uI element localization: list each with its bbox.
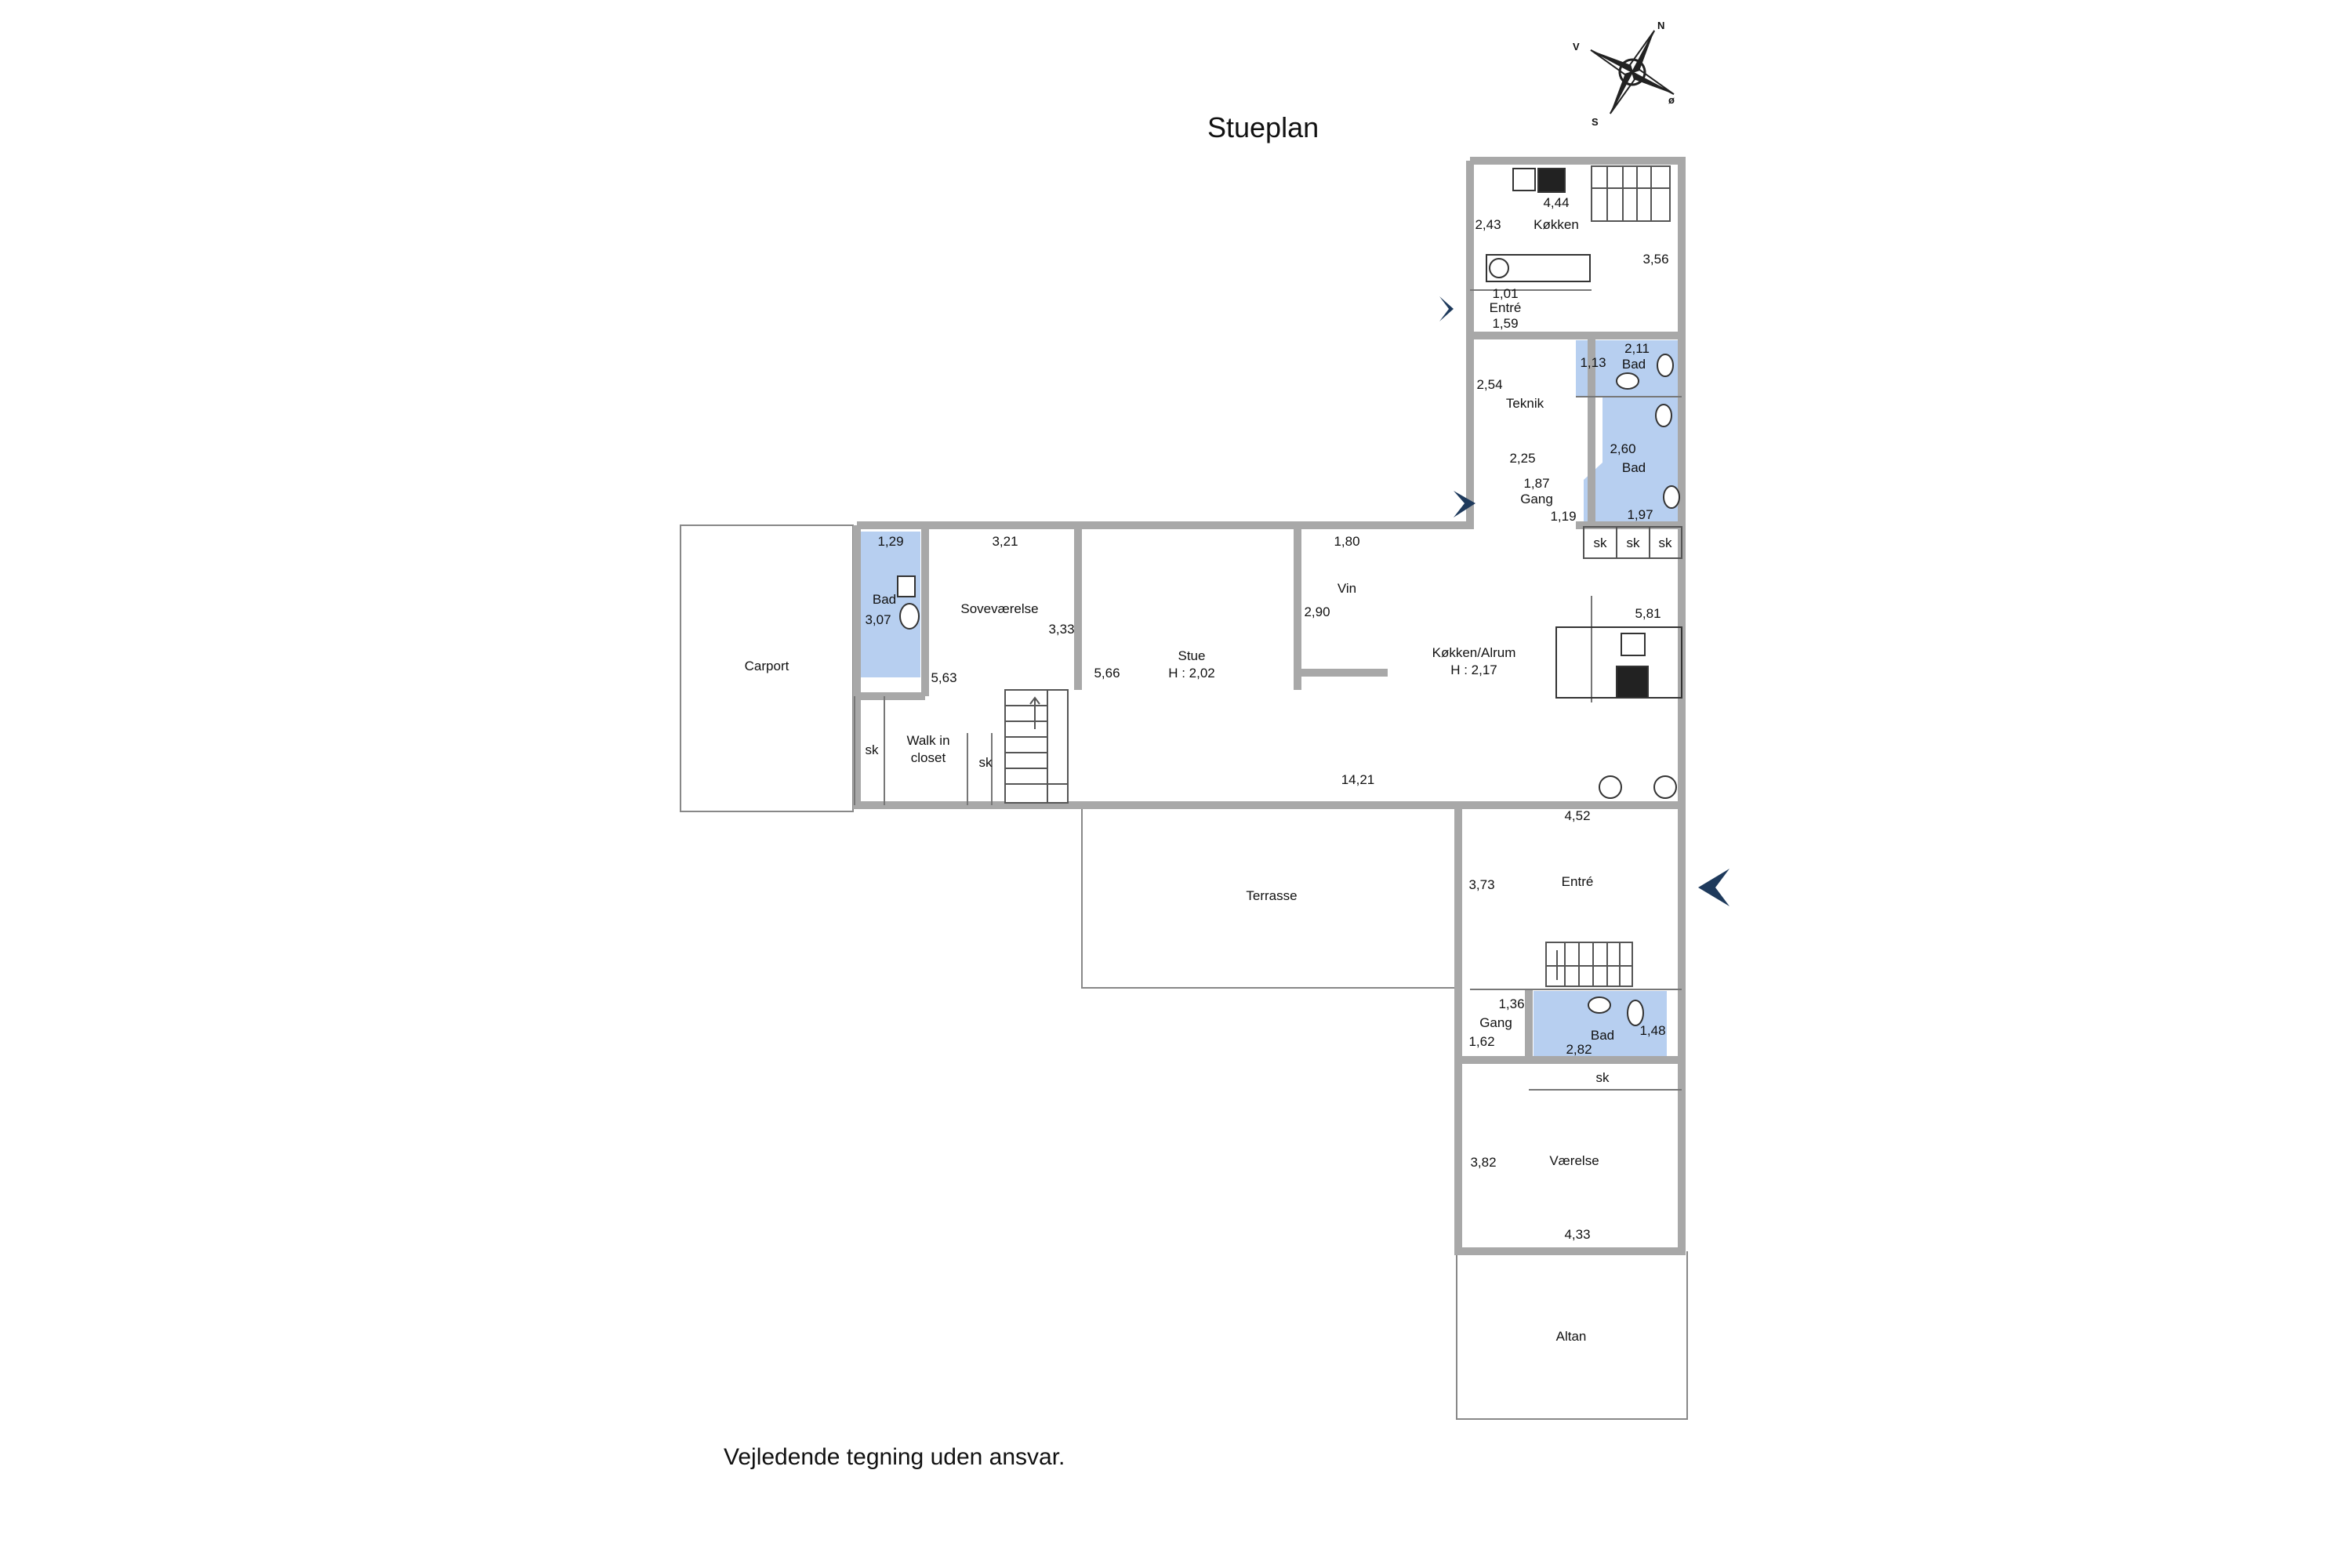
room-label-kokken: Køkken (1534, 217, 1579, 232)
compass-rose-icon: N V S ø (1573, 20, 1675, 128)
closet-boxes (1583, 526, 1682, 559)
dim-total-width: 14,21 (1341, 772, 1375, 787)
fixtures (897, 168, 1682, 1026)
closet-label: sk (1596, 1070, 1610, 1085)
dim-teknik-width: 2,25 (1509, 451, 1535, 466)
interior-walls (857, 336, 1595, 1064)
room-label-gang-south: Gang (1479, 1015, 1512, 1030)
room-label-walk-in-2: closet (911, 750, 946, 765)
compass-n: N (1657, 20, 1664, 31)
room-label-teknik: Teknik (1506, 396, 1544, 411)
closet-label: sk (979, 755, 993, 770)
dim-bad-ne2-height: 1,97 (1627, 507, 1653, 522)
interior-thin-lines (854, 289, 1682, 1091)
room-label-bad-ne1: Bad (1622, 357, 1646, 372)
dim-kokken-height: 2,43 (1475, 217, 1501, 232)
compass-o: ø (1668, 94, 1675, 106)
room-label-entre-north: Entré (1490, 300, 1522, 315)
page-title: Stueplan (1207, 111, 1319, 143)
dim-vin-height: 2,90 (1304, 604, 1330, 619)
stair-south (1545, 942, 1633, 987)
dim-bad-ne1-height: 1,13 (1580, 355, 1606, 370)
room-label-vaerelse: Værelse (1549, 1153, 1599, 1168)
dim-entre-south-width: 4,52 (1564, 808, 1590, 823)
room-label-gang-north: Gang (1520, 492, 1553, 506)
room-label-entre-south: Entré (1562, 874, 1594, 889)
bathroom-ne2-fill (1584, 397, 1678, 524)
altan-area (1456, 1251, 1688, 1420)
dim-kokken-width: 4,44 (1543, 195, 1569, 210)
room-label-bad-ne2: Bad (1622, 460, 1646, 475)
dim-gang-south-width: 1,36 (1498, 996, 1524, 1011)
entry-arrow-south-icon (1698, 869, 1730, 906)
entry-arrow-north-icon (1439, 296, 1454, 321)
dim-alrum-width: 5,81 (1635, 606, 1661, 621)
room-label-kokken-alrum-height: H : 2,17 (1450, 662, 1497, 677)
entry-arrow-gang-icon (1454, 491, 1475, 517)
dim-bad-ne1-width: 2,11 (1624, 341, 1650, 356)
room-label-stue: Stue (1178, 648, 1206, 663)
dim-vin-width: 1,80 (1334, 534, 1359, 549)
room-label-stue-height: H : 2,02 (1168, 666, 1215, 681)
room-label-bad-south: Bad (1591, 1028, 1614, 1043)
dim-stue-height: 5,66 (1094, 666, 1120, 681)
disclaimer-note: Vejledende tegning uden ansvar. (724, 1444, 1065, 1470)
dim-entre-height: 1,59 (1492, 316, 1518, 331)
dim-entre-width: 1,01 (1492, 286, 1518, 301)
closet-label: sk (866, 742, 880, 757)
main-body-walls (853, 521, 1682, 809)
entry-arrow-icons (1439, 296, 1730, 906)
room-label-carport: Carport (745, 659, 789, 673)
dim-bad-ne2-width: 2,60 (1610, 441, 1635, 456)
dim-bad-west-width: 1,29 (877, 534, 903, 549)
dim-entre-south-height: 3,73 (1468, 877, 1494, 892)
dim-bad-west-height: 3,07 (865, 612, 891, 627)
south-wing-walls (1454, 805, 1686, 1255)
room-label-vin: Vin (1338, 581, 1356, 596)
dim-gang-north-width: 1,87 (1523, 476, 1549, 491)
dim-sove-height: 3,33 (1048, 622, 1074, 637)
dim-walkin-height: 5,63 (931, 670, 956, 685)
stair-ne (1591, 165, 1671, 222)
dim-vaerelse-height: 3,82 (1470, 1155, 1496, 1170)
room-label-kokken-alrum: Køkken/Alrum (1432, 645, 1516, 660)
compass-v: V (1573, 41, 1580, 53)
room-label-altan: Altan (1556, 1329, 1587, 1344)
dim-kokken-right: 3,56 (1642, 252, 1668, 267)
room-label-sovevaerelse: Soveværelse (960, 601, 1038, 616)
dim-bad-south-height: 1,48 (1639, 1023, 1665, 1038)
ne-wing-walls (1462, 157, 1686, 808)
room-label-terrasse: Terrasse (1246, 888, 1297, 903)
dim-gang-north-height: 1,19 (1550, 509, 1576, 524)
dim-bad-south-width: 2,82 (1566, 1042, 1592, 1057)
closet-label: sk (1627, 535, 1641, 550)
dim-vaerelse-width: 4,33 (1564, 1227, 1590, 1242)
dim-sove-width: 3,21 (992, 534, 1018, 549)
closet-label: sk (1594, 535, 1608, 550)
dim-teknik-height: 2,54 (1476, 377, 1502, 392)
stair-west (1004, 689, 1069, 804)
closet-label: sk (1659, 535, 1673, 550)
dim-gang-south-height: 1,62 (1468, 1034, 1494, 1049)
room-label-walk-in-1: Walk in (906, 733, 949, 748)
room-label-bad-west: Bad (873, 592, 896, 607)
compass-s: S (1592, 116, 1599, 128)
